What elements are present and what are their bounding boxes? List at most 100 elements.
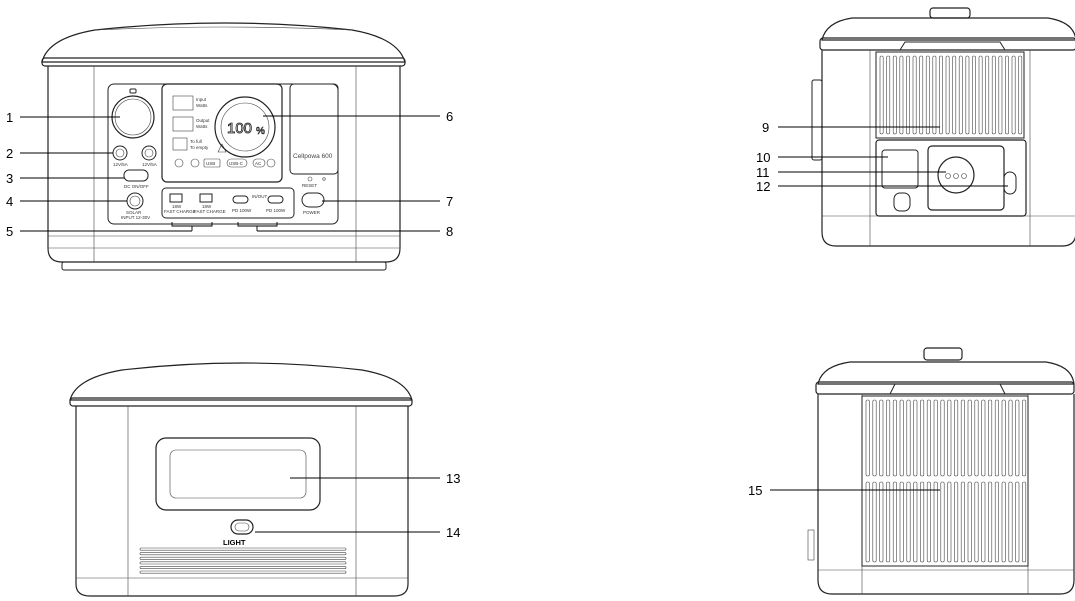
display-output-sub: Watts: [196, 124, 208, 129]
vent-slot: [940, 399, 945, 477]
dc-port-right[interactable]: [141, 145, 157, 161]
vent-slot: [988, 399, 993, 477]
ac-outlet-housing: [927, 145, 1005, 211]
solar-input-label: INPUT 12-30V: [121, 215, 150, 220]
display-output-label: Output: [196, 118, 210, 123]
callout-9: 9: [762, 120, 769, 135]
usb-c-port-1[interactable]: [232, 195, 249, 204]
vent-slot: [945, 55, 950, 135]
side-view-vents: [807, 347, 1075, 595]
fuse-cover[interactable]: [881, 149, 919, 189]
ac-pin-2: [953, 173, 959, 179]
vent-slot: [899, 55, 904, 135]
display-usb-label: USB: [206, 161, 215, 166]
vent-slot: [958, 55, 963, 135]
vent-slot: [1015, 399, 1020, 477]
lcd-display: [161, 83, 283, 183]
callout-10: 10: [756, 150, 770, 165]
vent-slot: [899, 481, 904, 563]
display-usbc-label: USB-C: [229, 161, 244, 166]
vent-slot: [960, 399, 965, 477]
vent-slot: [974, 481, 979, 563]
vent-slot: [933, 481, 938, 563]
usb-a-1-sub: FAST CHARGE: [164, 209, 196, 214]
vent-slot: [886, 481, 891, 563]
vent-slot: [1022, 399, 1027, 477]
display-input-sub: Watts: [196, 103, 208, 108]
usb-c-port-2[interactable]: [267, 195, 284, 204]
vent-slot: [906, 399, 911, 477]
callout-8: 8: [446, 224, 453, 239]
vent-slot: [892, 399, 897, 477]
callout-12: 12: [756, 179, 770, 194]
vent-slot: [906, 55, 910, 135]
display-ac-label: AC: [255, 161, 262, 166]
display-input-label: Input: [196, 97, 207, 102]
vent-slot: [947, 481, 952, 563]
callout-14: 14: [446, 525, 460, 540]
light-label: LIGHT: [223, 538, 246, 547]
vent-slot: [985, 55, 990, 135]
battery-ring: [214, 96, 276, 158]
dc-port-left[interactable]: [112, 145, 128, 161]
vent-slot: [1018, 55, 1023, 135]
display-percent-sign: %: [256, 126, 265, 137]
side-lid: [821, 17, 1075, 41]
front-view: 12V/5A 12V/5A DC ON/OFF SOLAR INPUT 12-3…: [41, 22, 406, 271]
vent-slot: [991, 55, 996, 135]
usb-a-2-label: 18W: [202, 204, 212, 209]
light-button[interactable]: [230, 519, 254, 535]
vent-slot: [952, 55, 957, 135]
vent-slot: [920, 399, 925, 477]
vent-slot: [872, 481, 877, 563]
vent-slot: [974, 399, 979, 477]
vent-slot: [981, 481, 986, 563]
brand-plate: [289, 83, 339, 175]
vent-slot: [1008, 481, 1013, 563]
side-vent-slots-2: [865, 399, 1027, 563]
usb-c-bracket: [237, 222, 278, 231]
side-vent-grille: [875, 51, 1025, 139]
vent-slot: [940, 481, 945, 563]
vent-slot: [899, 399, 904, 477]
vent-slot: [920, 481, 925, 563]
usb-a-bracket: [171, 222, 213, 231]
vent-slot: [879, 399, 884, 477]
dc-on-off-button[interactable]: [123, 169, 149, 182]
brand-label: Cellpowa 600: [293, 153, 333, 160]
solar-input-port[interactable]: [126, 192, 144, 210]
vent-slot: [913, 481, 918, 563]
power-button[interactable]: [301, 192, 325, 208]
vent-slot: [988, 481, 993, 563]
usb-a-2-sub: FAST CHARGE: [194, 209, 226, 214]
vent-slot: [913, 399, 918, 477]
ac-outlet[interactable]: [937, 156, 975, 194]
plug-icon: [190, 158, 200, 168]
vent-slot: [919, 55, 924, 135]
back-label-panel: [155, 437, 321, 511]
vent-slot: [1022, 481, 1027, 563]
back-lid: [69, 362, 413, 401]
vent-slot: [886, 55, 891, 135]
vent-slot: [892, 481, 897, 563]
vent-slot: [906, 481, 911, 563]
power-label: POWER: [303, 210, 321, 215]
side-view-ports: [811, 7, 1075, 247]
vent-slot: [965, 55, 970, 135]
bluetooth-icon: [266, 158, 276, 168]
vent-slot: [926, 481, 931, 563]
port-strip: [161, 187, 295, 219]
vent-slot: [886, 399, 891, 477]
warning-icon: [217, 143, 227, 153]
usb-a-port-2[interactable]: [199, 193, 213, 203]
vent-slot: [139, 561, 347, 565]
callout-2: 2: [6, 146, 13, 161]
vent-slot: [1015, 481, 1020, 563]
ac-button[interactable]: [1003, 171, 1017, 195]
vent-slot: [912, 55, 917, 135]
back-vent-slots: [139, 547, 347, 574]
callout-7: 7: [446, 194, 453, 209]
vent-slot: [1001, 399, 1006, 477]
usb-a-port-1[interactable]: [169, 193, 183, 203]
